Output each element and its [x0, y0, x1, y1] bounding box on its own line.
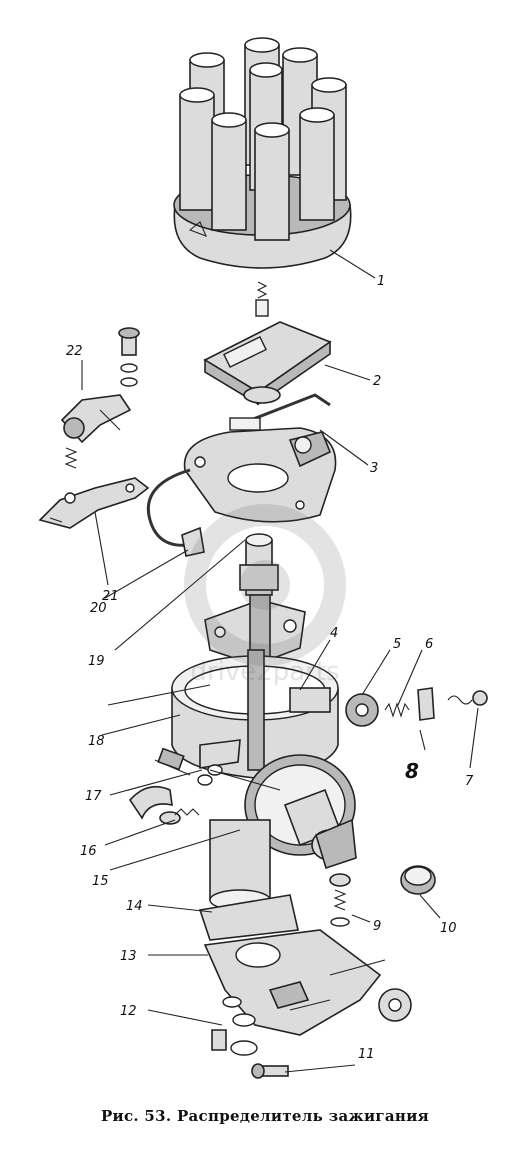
- part-10-knurled-nut: [400, 865, 436, 895]
- part-20-ground-wire: [147, 468, 205, 557]
- callout-numbers: 1 2 3 4 5 6 7 8 9 10 11 12 13 14 15 16 1…: [66, 274, 474, 1062]
- callout-4: 4: [330, 626, 338, 641]
- callout-2: 2: [373, 374, 381, 389]
- callout-8: 8: [405, 759, 419, 783]
- part-12-screw: [211, 996, 258, 1056]
- part-15-vacuum-regulator: [209, 754, 357, 870]
- callout-13: 13: [120, 949, 137, 964]
- part-13-octane-plate: [203, 929, 412, 1036]
- part-14-shank: [198, 819, 299, 941]
- callout-19: 19: [88, 654, 105, 669]
- callout-16: 16: [80, 844, 97, 859]
- part-2-rotor: [203, 321, 332, 406]
- callout-1: 1: [377, 274, 385, 289]
- part-11-bolt: [251, 1063, 289, 1079]
- callout-17: 17: [85, 789, 102, 804]
- part-6-spring: [384, 702, 410, 718]
- leader-lines: [81, 249, 441, 1073]
- callout-3: 3: [370, 461, 378, 476]
- cap-center-brush: [255, 281, 269, 317]
- callout-10: 10: [440, 921, 457, 936]
- callout-20: 20: [90, 601, 107, 616]
- part-3-breaker-plate: [183, 393, 337, 523]
- part-8-bracket: [417, 687, 435, 751]
- callout-11: 11: [358, 1047, 375, 1062]
- figure-caption: Рис. 53. Распределитель зажигания: [100, 1107, 430, 1125]
- part-1-distributor-cap: [173, 37, 352, 269]
- exploded-view-drawing: 1 2 3 4 5 6 7 8 9 10 11 12 13 14 15 16 1…: [38, 37, 488, 1079]
- callout-5: 5: [393, 637, 401, 652]
- callout-14: 14: [126, 899, 143, 914]
- part-21-lever: [38, 477, 150, 529]
- callout-9: 9: [373, 919, 381, 934]
- callout-7: 7: [465, 774, 474, 789]
- callout-12: 12: [120, 1004, 137, 1019]
- callout-6: 6: [425, 637, 433, 652]
- part-7-screw: [447, 690, 488, 769]
- cap-towers: [179, 37, 347, 241]
- callout-22: 22: [66, 344, 83, 359]
- callout-15: 15: [92, 874, 109, 889]
- part-17-clamp: [128, 747, 191, 820]
- callout-21: 21: [102, 589, 119, 604]
- part-9-screw: [329, 873, 351, 927]
- part-22-bracket: [60, 327, 140, 469]
- part-5-nut: [345, 693, 379, 727]
- callout-18: 18: [88, 734, 105, 749]
